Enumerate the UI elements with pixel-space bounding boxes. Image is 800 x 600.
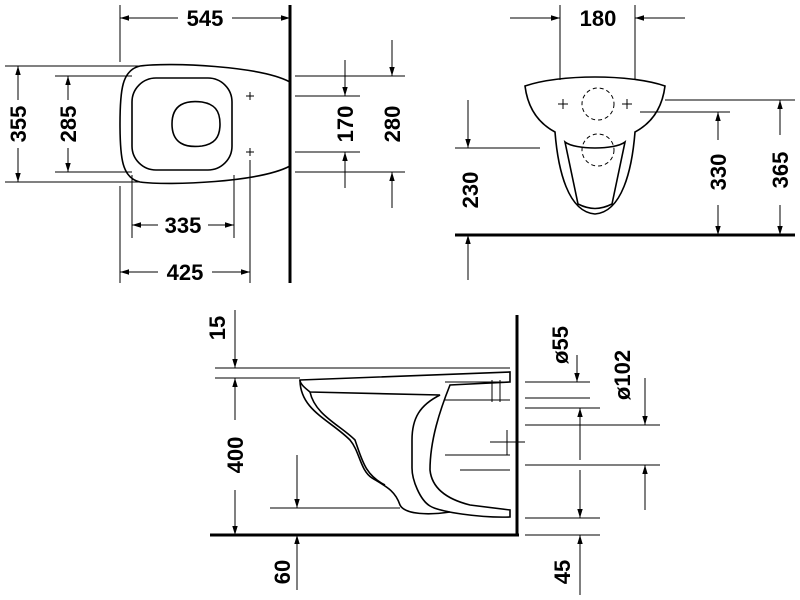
top-view: 545 355 285 170 280 335 42 [5,5,405,285]
dim-335: 335 [165,213,202,238]
bowl-opening [171,100,221,148]
dim-365: 365 [768,152,793,189]
dim-285: 285 [56,106,81,143]
bowl-outline [119,63,291,185]
dim-280: 280 [380,106,405,143]
side-view: 15 400 60 45 ø55 ø102 [205,310,660,595]
dim-45: 45 [550,560,575,584]
dim-60: 60 [270,560,295,584]
seat-outline [131,77,233,171]
dim-545: 545 [187,6,224,31]
dim-355: 355 [6,106,31,143]
dim-170: 170 [333,106,358,143]
bowl-front-outline [524,76,666,215]
dim-425: 425 [167,260,204,285]
dim-330: 330 [706,154,731,191]
dim-15: 15 [205,316,230,340]
dim-400: 400 [223,437,248,474]
dim-180: 180 [580,6,617,31]
dim-230: 230 [458,172,483,209]
front-view: 180 230 330 365 [455,5,795,280]
dim-diam-102: ø102 [610,350,635,400]
dim-diam-55: ø55 [548,326,573,364]
